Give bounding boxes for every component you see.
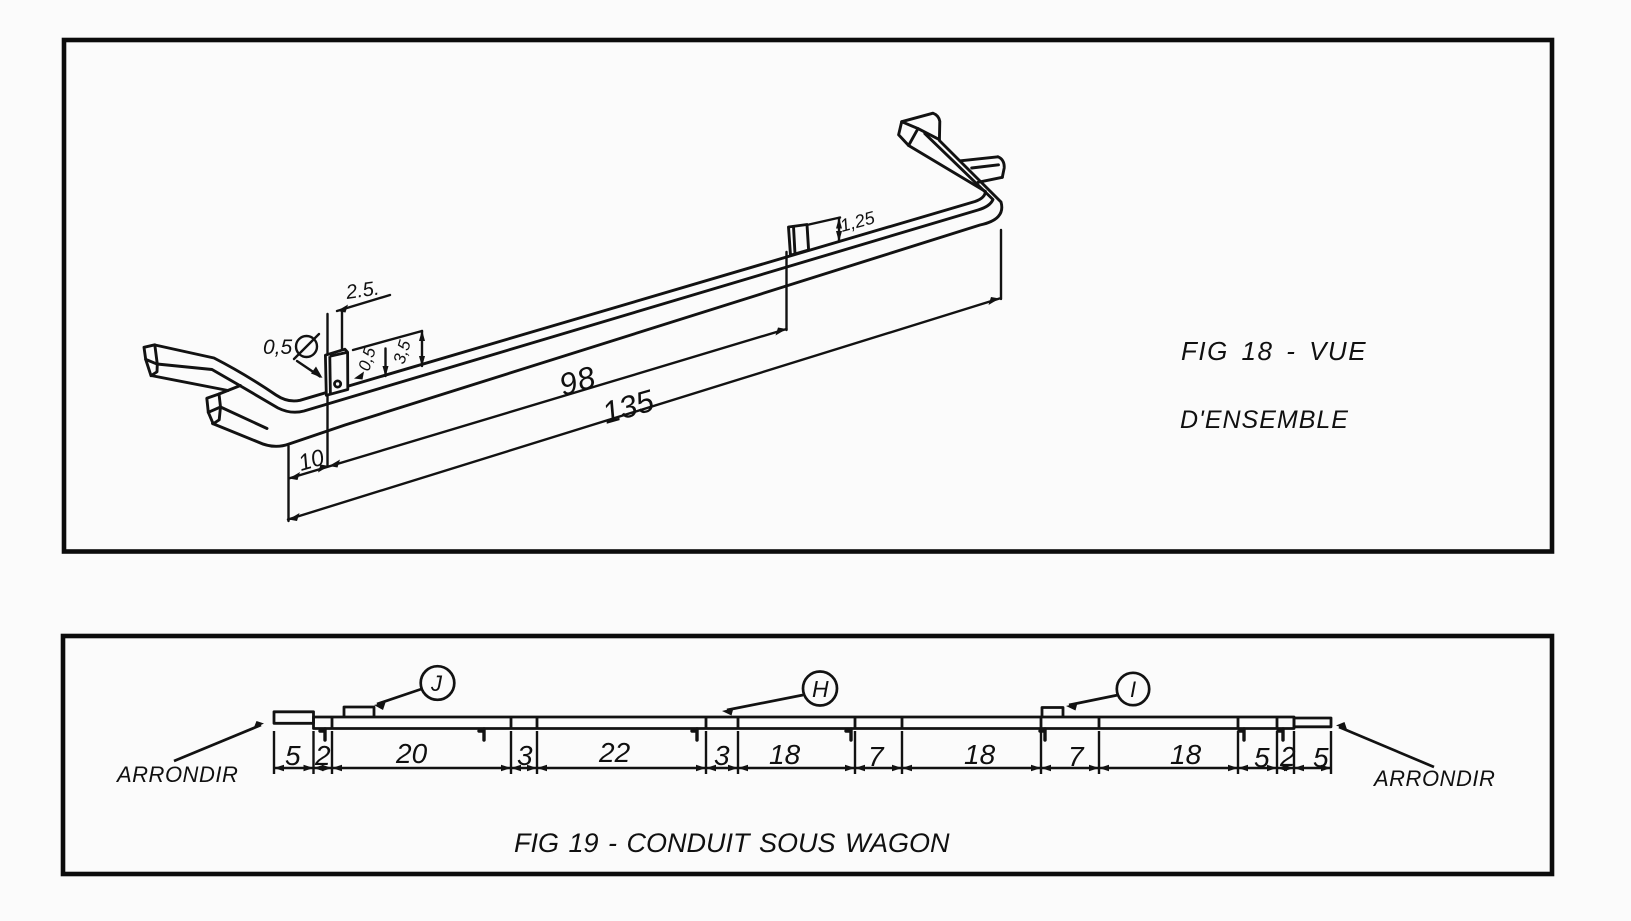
svg-text:5: 5 xyxy=(1254,742,1270,773)
svg-text:135: 135 xyxy=(598,383,658,431)
svg-text:FIG 19 - CONDUIT SOUS WAGON: FIG 19 - CONDUIT SOUS WAGON xyxy=(514,828,950,858)
svg-text:3: 3 xyxy=(714,740,730,771)
svg-text:18: 18 xyxy=(964,739,996,770)
svg-text:7: 7 xyxy=(1068,741,1085,772)
svg-text:3,5: 3,5 xyxy=(390,337,415,366)
svg-text:0,5: 0,5 xyxy=(263,336,293,359)
svg-text:D'ENSEMBLE: D'ENSEMBLE xyxy=(1180,406,1349,434)
svg-text:7: 7 xyxy=(868,741,885,772)
svg-text:22: 22 xyxy=(598,737,631,768)
svg-text:2.5.: 2.5. xyxy=(344,278,381,305)
svg-text:5: 5 xyxy=(1313,742,1329,773)
svg-text:ARRONDIR: ARRONDIR xyxy=(1372,766,1495,791)
svg-text:18: 18 xyxy=(769,739,801,770)
svg-text:FIG 18 - VUE: FIG 18 - VUE xyxy=(1181,336,1367,366)
svg-text:2: 2 xyxy=(1279,741,1296,772)
svg-text:J: J xyxy=(430,671,443,696)
svg-text:2: 2 xyxy=(314,740,331,771)
svg-text:3: 3 xyxy=(517,740,533,771)
svg-text:20: 20 xyxy=(395,738,428,769)
svg-text:5: 5 xyxy=(285,740,301,771)
svg-text:I: I xyxy=(1130,677,1136,702)
svg-text:18: 18 xyxy=(1170,739,1202,770)
svg-text:H: H xyxy=(812,676,829,702)
svg-text:ARRONDIR: ARRONDIR xyxy=(115,762,238,787)
svg-text:10: 10 xyxy=(295,444,327,476)
